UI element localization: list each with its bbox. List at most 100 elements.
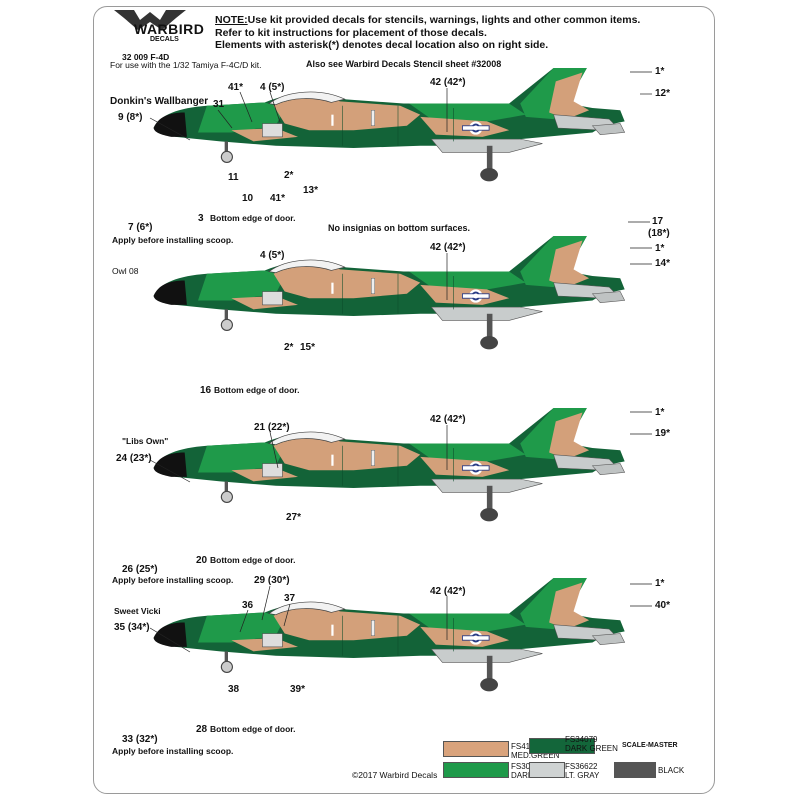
label: 35 (34*) xyxy=(114,622,150,633)
label: 20 xyxy=(196,555,208,566)
legend-code: FS30219 xyxy=(511,762,544,771)
note-line-3: Elements with asterisk(*) denotes decal … xyxy=(215,39,549,51)
label: 2* xyxy=(284,342,294,353)
label: 41* xyxy=(228,82,244,93)
label: 28 xyxy=(196,724,208,735)
label: 31 xyxy=(213,99,225,110)
note-line-2: Refer to kit instructions for placement … xyxy=(215,26,487,39)
label: Bottom edge of door. xyxy=(210,724,296,734)
legend-code: FS4102 xyxy=(511,742,540,751)
swatch xyxy=(529,762,565,778)
insignia-note: No insignias on bottom surfaces. xyxy=(328,223,471,233)
label: 1* xyxy=(655,243,665,254)
label: 26 (25*) xyxy=(122,564,158,575)
tail-code: FP xyxy=(596,68,616,84)
swatch xyxy=(443,762,509,778)
label: Apply before installing scoop. xyxy=(112,235,234,245)
profile-1-name: Donkin's Wallbanger xyxy=(110,96,209,107)
svg-text:AF: AF xyxy=(578,87,586,93)
svg-text:752: 752 xyxy=(589,256,604,266)
label: 1* xyxy=(655,66,665,77)
svg-text:239: 239 xyxy=(589,598,604,608)
label: 7 (6*) xyxy=(128,222,153,233)
svg-text:66: 66 xyxy=(578,94,584,100)
label: 39* xyxy=(290,684,306,695)
swatch xyxy=(614,762,656,778)
label: 40* xyxy=(655,600,671,611)
label: 12* xyxy=(655,88,671,99)
svg-text:722: 722 xyxy=(589,428,604,438)
profile-2-name: Owl 08 xyxy=(112,266,139,276)
note-line-1: Use kit provided decals for stencils, wa… xyxy=(247,14,641,26)
svg-text:FP: FP xyxy=(596,236,616,252)
label: Bottom edge of door. xyxy=(214,385,300,395)
label: 16 xyxy=(200,385,212,396)
svg-text:AF: AF xyxy=(578,597,586,603)
profile-4-name: Sweet Vicki xyxy=(114,606,161,616)
brand-name: WARBIRD xyxy=(134,21,205,37)
svg-text:753: 753 xyxy=(589,88,604,98)
label: 27* xyxy=(286,512,302,523)
kit-note: For use with the 1/32 Tamiya F-4C/D kit. xyxy=(110,60,262,70)
instruction-note: NOTE:Use kit provided decals for stencil… xyxy=(215,14,640,52)
note-lead: NOTE: xyxy=(215,14,248,26)
label: 42 (42*) xyxy=(430,586,466,597)
label: 9 (8*) xyxy=(118,112,143,123)
label: 37 xyxy=(284,593,296,604)
label: Bottom edge of door. xyxy=(210,555,296,565)
brand-subtitle: DECALS xyxy=(150,36,179,43)
label: 17 xyxy=(652,216,664,227)
svg-text:FP: FP xyxy=(596,408,616,424)
label: 42 (42*) xyxy=(430,414,466,425)
label: (18*) xyxy=(648,228,670,239)
label: 4 (5*) xyxy=(260,82,285,93)
label: 41* xyxy=(270,193,286,204)
svg-text:AF: AF xyxy=(578,255,586,261)
label: 42 (42*) xyxy=(430,77,466,88)
label: 24 (23*) xyxy=(116,453,152,464)
label: 42 (42*) xyxy=(430,242,466,253)
label: Apply before installing scoop. xyxy=(112,746,234,756)
swatch xyxy=(443,741,509,757)
label: Apply before installing scoop. xyxy=(112,575,234,585)
label: Bottom edge of door. xyxy=(210,213,296,223)
legend-label: BLACK xyxy=(658,766,684,775)
label: 15* xyxy=(300,342,316,353)
legend-code: FS36622 xyxy=(565,762,598,771)
label: 4 (5*) xyxy=(260,250,285,261)
aircraft-profile-2: FP 752 AF 66 xyxy=(153,236,626,350)
profile-3-name: "Libs Own" xyxy=(122,436,169,446)
legend-name: MED.GREEN xyxy=(511,751,560,760)
label: 33 (32*) xyxy=(122,734,158,745)
label: 1* xyxy=(655,407,665,418)
warbird-logo xyxy=(114,10,186,30)
label: 10 xyxy=(242,193,254,204)
legend-name: DARK GREEN xyxy=(565,744,618,753)
label: 13* xyxy=(303,185,319,196)
label: 19* xyxy=(655,428,671,439)
label: 21 (22*) xyxy=(254,422,290,433)
svg-text:FP: FP xyxy=(596,578,616,594)
label: 1* xyxy=(655,578,665,589)
svg-text:66: 66 xyxy=(578,262,584,268)
stencil-note: Also see Warbird Decals Stencil sheet #3… xyxy=(306,59,502,69)
label: 29 (30*) xyxy=(254,575,290,586)
aircraft-profile-3: FP 722 AF 66 xyxy=(153,408,626,522)
svg-text:66: 66 xyxy=(578,604,584,610)
swatch xyxy=(529,738,595,754)
legend-code: FS34079 xyxy=(565,735,598,744)
label: 36 xyxy=(242,600,254,611)
label: 38 xyxy=(228,684,240,695)
svg-text:AF: AF xyxy=(578,427,586,433)
label: 11 xyxy=(228,172,239,183)
label: 14* xyxy=(655,258,671,269)
aircraft-profile-4: FP 239 AF 66 xyxy=(153,578,626,692)
label: 3 xyxy=(198,213,204,224)
aircraft-profile-1: FP 753 AF 66 xyxy=(153,68,626,182)
legend-name: LT. GRAY xyxy=(565,771,600,780)
label: 2* xyxy=(284,170,294,181)
